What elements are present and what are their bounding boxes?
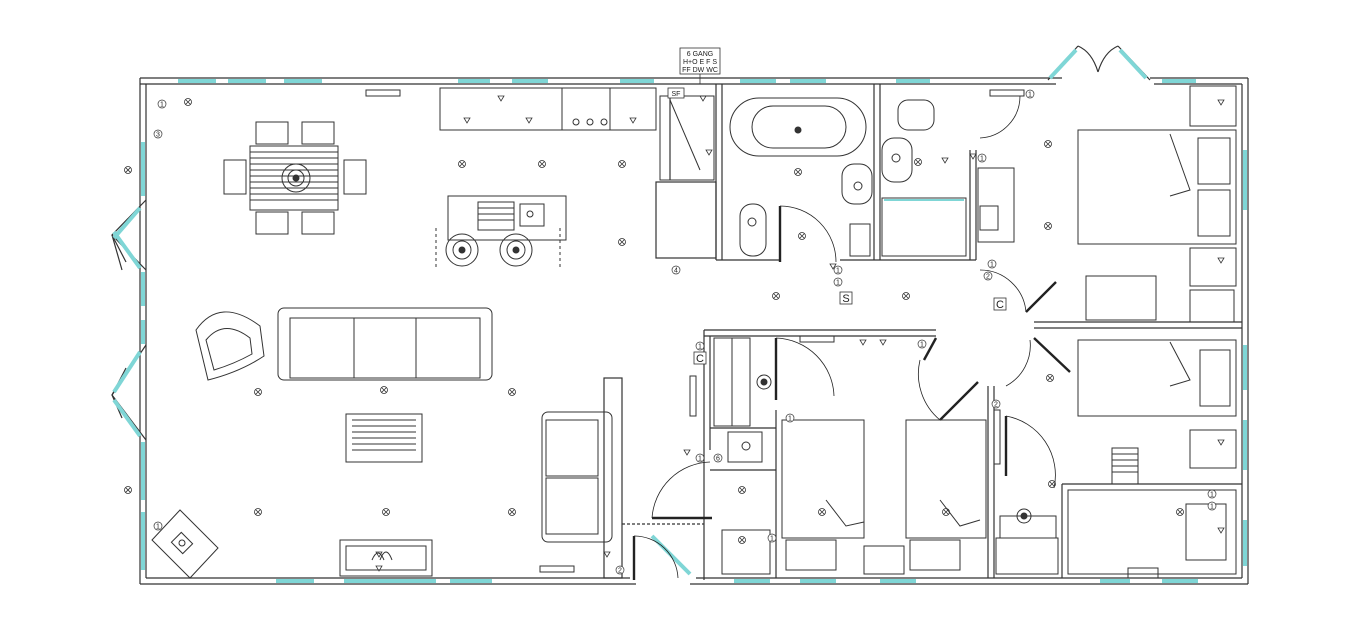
circuit-number: 6	[716, 456, 720, 463]
coffee-table	[345, 413, 423, 463]
circuit-number: 1	[836, 268, 840, 275]
circuit-numbers: 1 3 1 4 2 1 2 1 6 1 1 2 1 1 1 1 1 1 1 1	[156, 92, 1214, 575]
radiators	[365, 89, 1025, 573]
circuit-number: 1	[1210, 504, 1214, 511]
socket-symbols	[375, 95, 1225, 572]
armchair	[195, 311, 265, 381]
circuit-markers	[153, 89, 1217, 575]
ensuite-fixtures	[713, 337, 1237, 575]
ceiling-lights	[124, 98, 1184, 544]
panel-line-1: 6 GANG	[687, 51, 713, 58]
circuit-number: 1	[990, 262, 994, 269]
beds	[781, 85, 1237, 579]
bath-fixtures	[729, 97, 1015, 257]
circuit-number: 2	[986, 274, 990, 281]
consumer-unit-panel: 6 GANG H+O E F S FF DW WC	[679, 47, 721, 84]
panel-tag-text: SF	[672, 91, 681, 98]
kitchen-island	[435, 195, 567, 270]
circuit-number: 1	[980, 156, 984, 163]
symbol-letters: S C C	[693, 291, 1007, 365]
circuit-number: 4	[674, 268, 678, 275]
panel-line-2: H+O E F S	[683, 59, 717, 66]
fireplace-unit	[339, 539, 433, 577]
circuit-number: 1	[788, 416, 792, 423]
circuit-number: 1	[770, 536, 774, 543]
circuit-number: 1	[156, 524, 160, 531]
circuit-number: 1	[920, 342, 924, 349]
switch-s-label: S	[842, 293, 849, 305]
circuit-number: 1	[698, 456, 702, 463]
circuit-number: 3	[156, 132, 160, 139]
panel-line-3: FF DW WC	[682, 67, 718, 74]
circuit-number: 2	[618, 568, 622, 575]
dining-set	[223, 121, 367, 235]
panel-tag: SF	[667, 87, 685, 99]
circuit-number: 1	[836, 280, 840, 287]
kitchen-counter	[439, 87, 715, 181]
cupboard-c-label-2: C	[696, 353, 704, 365]
circuit-number: 1	[698, 344, 702, 351]
cupboard-c-label-1: C	[996, 299, 1004, 311]
circuit-number: 1	[1028, 92, 1032, 99]
doors	[632, 95, 1071, 580]
interior-walls	[603, 84, 1242, 580]
corner-armchair	[151, 509, 219, 579]
outer-walls	[139, 77, 1249, 585]
two-seat-sofa	[541, 411, 613, 543]
glazing	[112, 48, 1247, 583]
circuit-number: 1	[160, 102, 164, 109]
three-seat-sofa	[277, 307, 493, 381]
circuit-number: 1	[1210, 492, 1214, 499]
circuit-number: 2	[994, 402, 998, 409]
